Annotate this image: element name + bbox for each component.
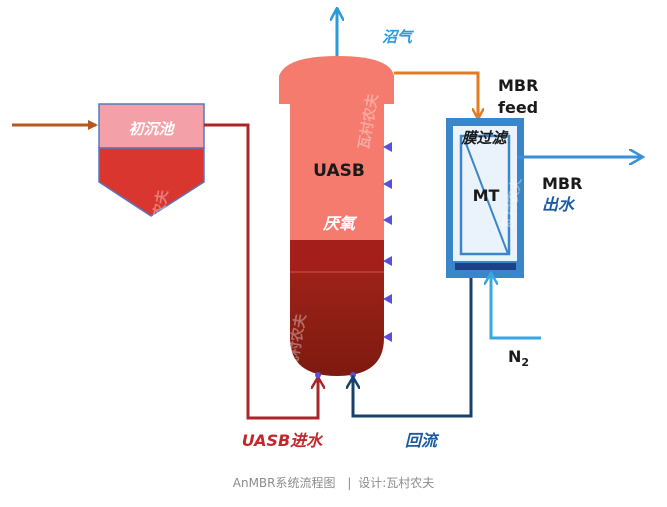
n2-pipe [491,274,541,340]
caption-credit: 设计:瓦村农夫 [358,476,435,490]
mbr-effluent-label-2: 出水 [542,195,576,214]
mbr-feed-pipe [394,71,478,117]
mbr-tank: 膜过滤 MT [446,118,524,278]
recycle-pipe [353,278,473,418]
membrane-module [455,263,516,270]
primary-clarifier: 初沉池 [98,103,205,217]
primary-clarifier-label: 初沉池 [128,120,175,138]
mt-label: MT [473,186,500,205]
anaerobic-label: 厌氧 [322,214,358,233]
recycle-label: 回流 [405,431,440,450]
biogas-label: 沼气 [382,28,415,46]
uasb-reactor: UASB 厌氧 [279,56,394,376]
n2-label: N2 [508,347,529,369]
mbr-effluent-label-1: MBR [542,174,582,193]
figure-caption: AnMBR系统流程图 | 设计:瓦村农夫 [0,474,667,491]
uasb-inlet-pipe [204,123,318,420]
uasb-label: UASB [313,161,365,181]
mbr-feed-label-2: feed [498,98,538,117]
membrane-filtration-label: 膜过滤 [460,129,509,147]
caption-title: AnMBR系统流程图 [232,476,336,490]
caption-separator: | [347,476,352,490]
mbr-feed-label-1: MBR [498,76,538,95]
uasb-inlet-label: UASB进水 [242,431,324,450]
